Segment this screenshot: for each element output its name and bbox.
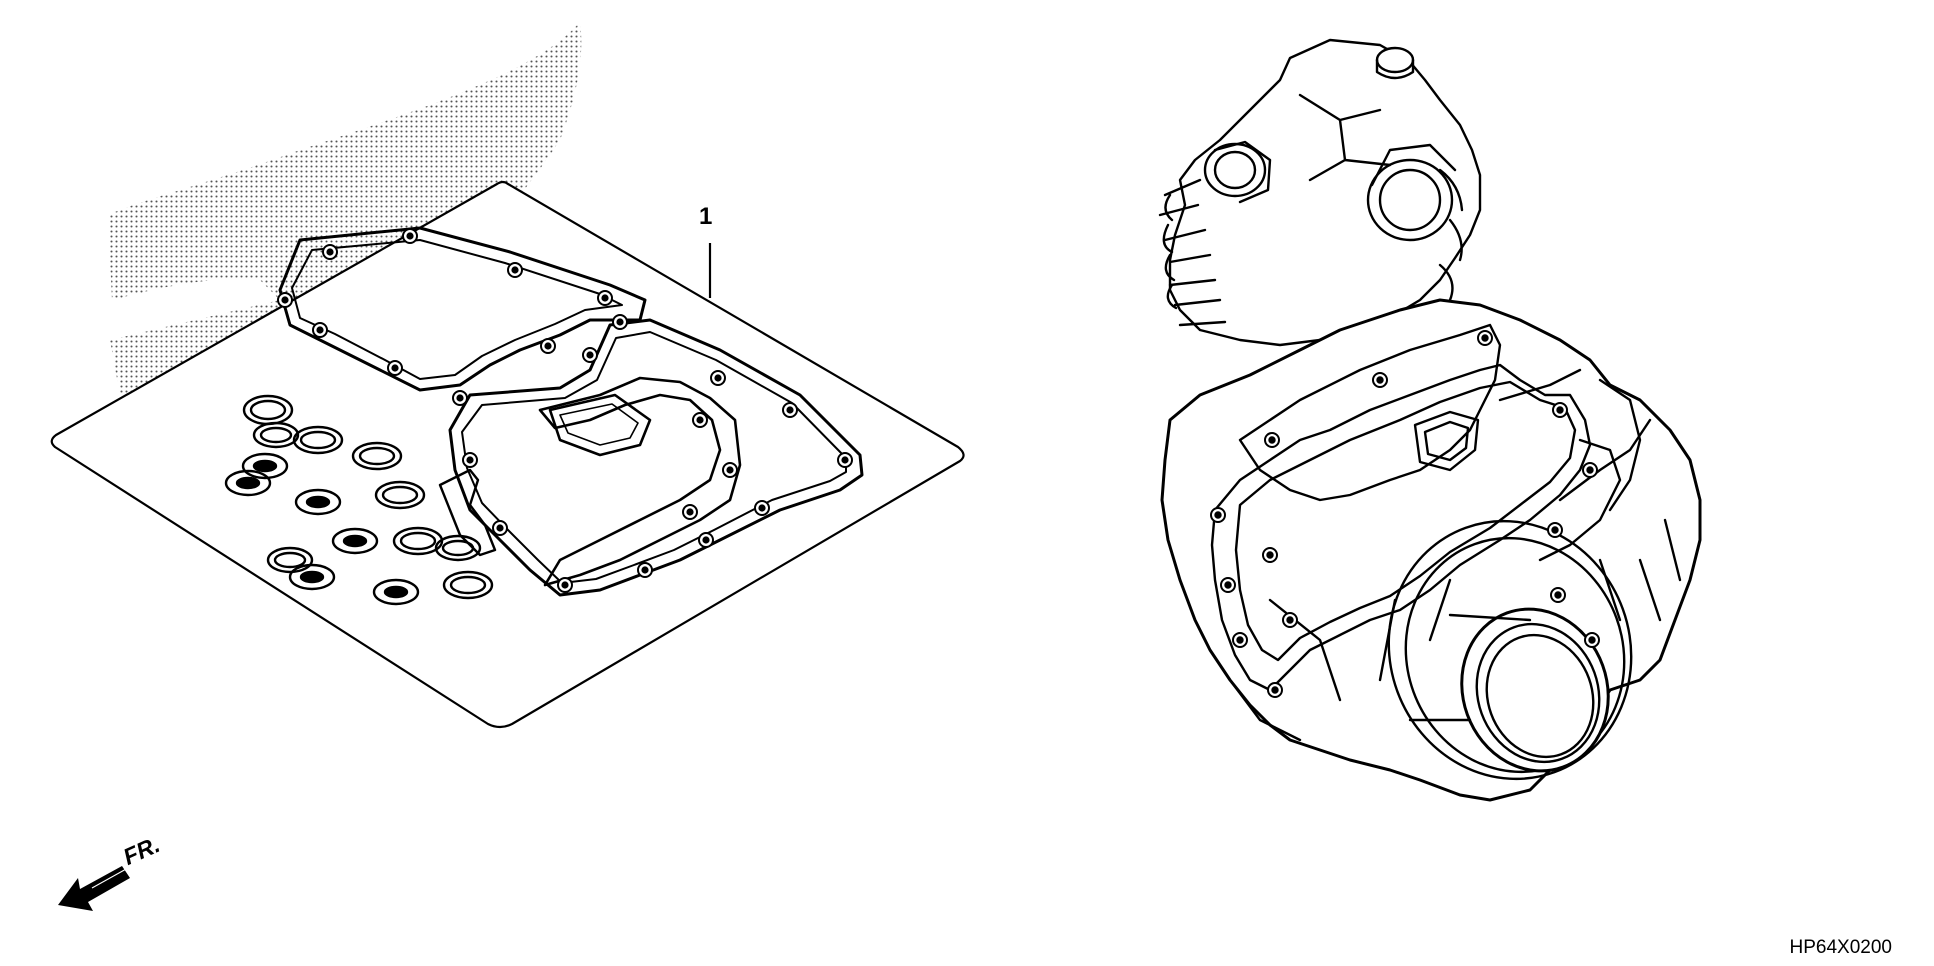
small-plate-gasket xyxy=(548,393,652,457)
arrow-left-down-icon xyxy=(58,866,130,911)
gasket-kit-illustration xyxy=(50,180,965,729)
reference-code: HP64X0200 xyxy=(1789,937,1892,958)
kit-sheet xyxy=(50,180,965,729)
washer xyxy=(224,452,420,606)
o-ring-set xyxy=(224,394,494,606)
cover-gasket xyxy=(538,376,742,587)
bracket-gasket xyxy=(438,468,497,557)
o-ring xyxy=(242,394,494,600)
outer-gasket-upper xyxy=(278,226,647,392)
shadow-stipple xyxy=(108,22,582,395)
engine-assembly-illustration xyxy=(1158,38,1702,802)
callout-number-1: 1 xyxy=(699,203,713,230)
